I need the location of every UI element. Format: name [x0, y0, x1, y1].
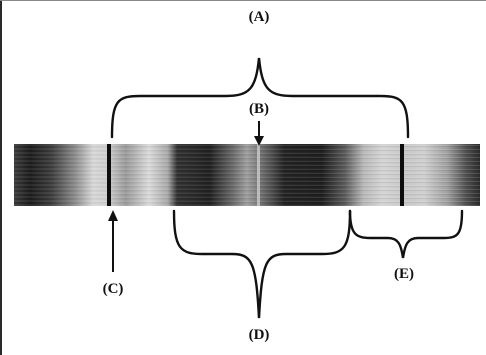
z-line-right [400, 144, 404, 206]
bracket-e [348, 209, 464, 259]
label-b: (B) [249, 101, 269, 117]
z-line-left [107, 144, 111, 206]
m-line [257, 144, 260, 206]
bracket-d [172, 209, 352, 319]
micrograph-strip [14, 144, 480, 206]
label-e: (E) [394, 266, 414, 282]
label-c: (C) [103, 281, 124, 297]
bracket-a [110, 57, 410, 139]
label-d: (D) [249, 327, 270, 343]
arrow-b [254, 121, 264, 146]
label-a: (A) [249, 9, 270, 25]
figure-border-left [0, 0, 2, 355]
arrow-c [108, 210, 118, 272]
figure-border-top [0, 0, 486, 1]
